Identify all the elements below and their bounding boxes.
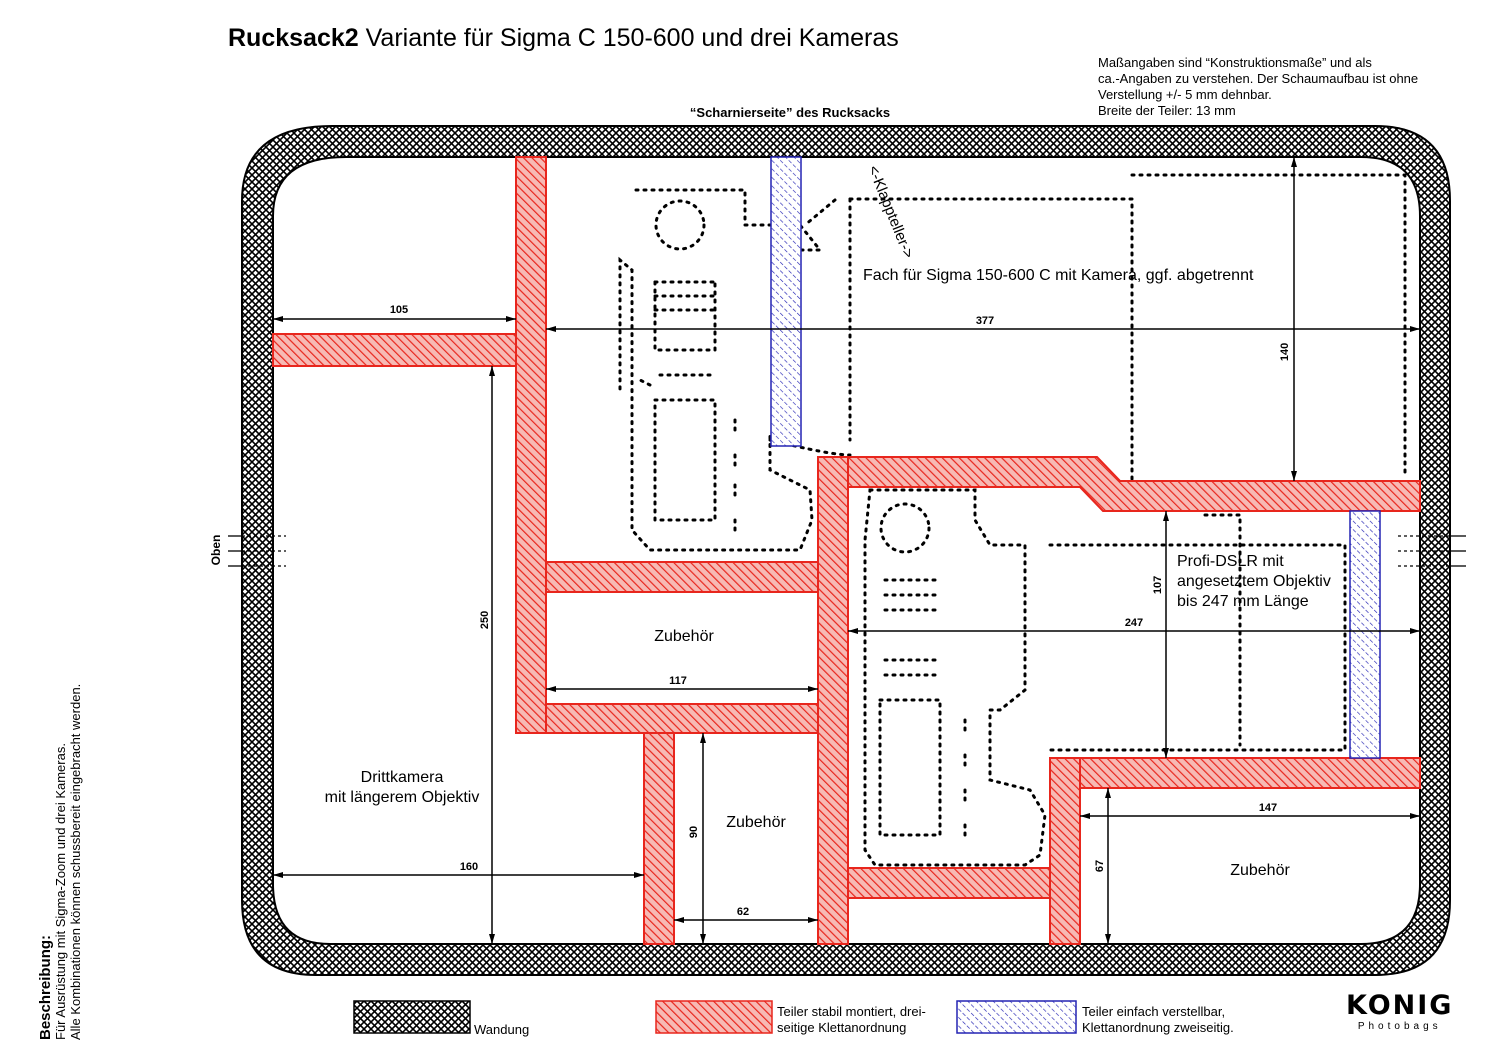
dimension-lines [273, 157, 1420, 944]
dim-117: 117 [669, 675, 687, 687]
divider-right-vertical [1049, 757, 1081, 945]
divider-right-horizontal [1079, 757, 1421, 789]
backpack-wall [241, 125, 1451, 976]
note-line: Maßangaben sind “Konstruktionsmaße” und … [1098, 55, 1372, 70]
dim-107: 107 [1152, 576, 1164, 594]
dslr-label-line3: bis 247 mm Länge [1177, 593, 1309, 610]
flap-label: <-Klappteller-> [864, 163, 917, 261]
adjustable-divider-top [770, 156, 802, 447]
legend-wall-label: Wandung [474, 1022, 529, 1037]
legend-adjustable-label-line2: Klettanordnung zweiseitig. [1082, 1020, 1234, 1035]
divider-left-horizontal [272, 333, 547, 367]
divider-middle-top-step [847, 456, 1421, 512]
dim-160: 160 [460, 861, 478, 873]
divider-lower-horizontal [847, 867, 1051, 899]
dim-247: 247 [1125, 617, 1143, 629]
divider-upper-accessory-bottom [545, 703, 819, 734]
dim-105: 105 [390, 304, 408, 316]
dimension-note: Maßangaben sind “Konstruktionsmaße” und … [1098, 55, 1418, 119]
adjustable-dividers [770, 156, 1381, 759]
accessory-label-right: Zubehör [1230, 862, 1290, 879]
legend-adjustable-swatch [956, 1000, 1077, 1034]
dim-140: 140 [1279, 343, 1291, 361]
dim-377: 377 [976, 315, 994, 327]
camera-outline-top [618, 188, 837, 552]
dslr-label-line2: angesetztem Objektiv [1177, 573, 1331, 590]
accessory-label-small: Zubehör [726, 814, 786, 831]
konig-logo: KONIG Photobags [1346, 990, 1453, 1032]
dslr-label-line1: Profi-DSLR mit [1177, 553, 1284, 570]
hinge-side-label: “Scharnierseite” des Rucksacks [690, 105, 890, 120]
divider-left-vertical [515, 156, 547, 734]
fixed-dividers [272, 156, 1421, 945]
third-camera-label-line1: Drittkamera [361, 769, 444, 786]
divider-small-accessory-left [643, 732, 675, 945]
legend-fixed-swatch [655, 1000, 773, 1034]
divider-upper-accessory-top [545, 561, 819, 593]
legend-wall-swatch [353, 1000, 471, 1034]
dim-147: 147 [1259, 802, 1277, 814]
dim-67: 67 [1094, 860, 1106, 872]
logo-sub: Photobags [1357, 1021, 1442, 1032]
dim-250: 250 [479, 611, 491, 629]
legend: Wandung Teiler stabil montiert, drei- se… [353, 1000, 1234, 1037]
legend-fixed-label-line2: seitige Klettanordnung [777, 1020, 906, 1035]
third-camera-label-line2: mit längerem Objektiv [325, 789, 480, 806]
note-line: ca.-Angaben zu verstehen. Der Schaumaufb… [1098, 71, 1419, 86]
title-rest: Variante für Sigma C 150-600 und drei Ka… [358, 24, 899, 52]
camera-outline-dslr [863, 488, 1347, 867]
sigma-compartment-label: Fach für Sigma 150-600 C mit Kamera, ggf… [863, 267, 1254, 284]
note-line: Breite der Teiler: 13 mm [1098, 103, 1236, 118]
page-title: Rucksack2 Variante für Sigma C 150-600 u… [228, 24, 899, 53]
dim-90: 90 [688, 826, 700, 838]
sigma-lens-outline [768, 173, 1407, 481]
divider-middle-vertical [817, 456, 849, 945]
top-side-label: Oben [209, 535, 223, 566]
adjustable-divider-right [1349, 510, 1381, 759]
accessory-label-upper: Zubehör [654, 628, 714, 645]
logo-brand: KONIG [1346, 990, 1454, 1021]
legend-fixed-label-line1: Teiler stabil montiert, drei- [777, 1004, 926, 1019]
note-line: Verstellung +/- 5 mm dehnbar. [1098, 87, 1272, 102]
dim-62: 62 [737, 906, 749, 918]
title-bold: Rucksack2 [228, 24, 359, 52]
legend-adjustable-label-line1: Teiler einfach verstellbar, [1082, 1004, 1225, 1019]
